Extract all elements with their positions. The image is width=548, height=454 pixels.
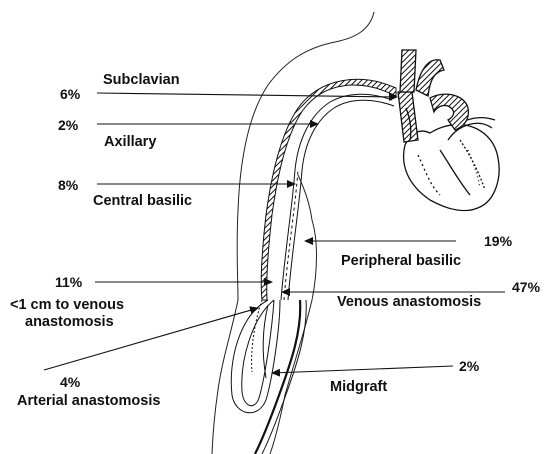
subclavian-label: Subclavian bbox=[103, 72, 180, 89]
midgraft-percent: 2% bbox=[459, 358, 479, 374]
arterial-anastomosis-percent: 4% bbox=[60, 374, 80, 390]
central-basilic-label: Central basilic bbox=[93, 193, 192, 210]
central-basilic-percent: 8% bbox=[58, 177, 78, 193]
venous-anastomosis-percent: 47% bbox=[512, 279, 540, 295]
pointer-midgraft bbox=[272, 366, 453, 373]
axillary-percent: 2% bbox=[58, 117, 78, 133]
near-venous-percent: 11% bbox=[55, 274, 82, 290]
venous-anastomosis-label: Venous anastomosis bbox=[337, 294, 481, 311]
graft-illustration bbox=[231, 300, 280, 413]
heart-illustration bbox=[398, 50, 499, 211]
peripheral-basilic-label: Peripheral basilic bbox=[341, 253, 461, 270]
midgraft-label: Midgraft bbox=[330, 379, 387, 396]
peripheral-basilic-percent: 19% bbox=[484, 233, 512, 249]
near-venous-label-line1: <1 cm to venous bbox=[10, 297, 124, 314]
arterial-anastomosis-label: Arterial anastomosis bbox=[17, 393, 160, 410]
axillary-label: Axillary bbox=[104, 134, 156, 151]
near-venous-label-line2: anastomosis bbox=[25, 314, 114, 331]
subclavian-percent: 6% bbox=[60, 86, 80, 102]
